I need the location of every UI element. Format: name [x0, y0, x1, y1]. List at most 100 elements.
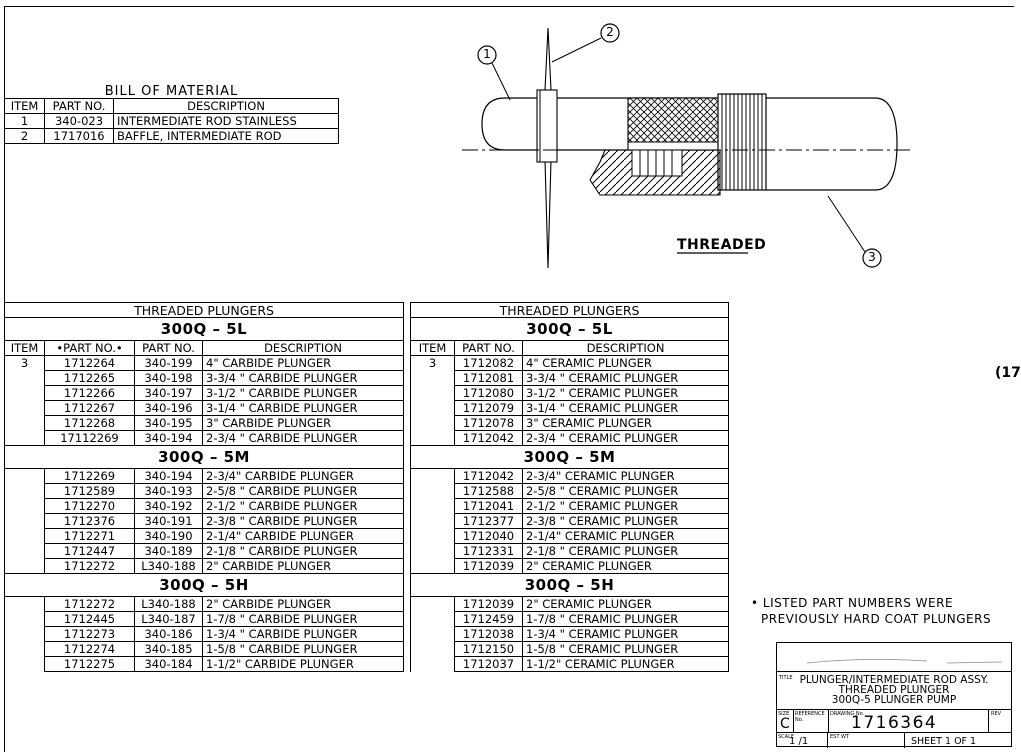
item-cell: [4, 430, 45, 446]
bill-of-material-table: BILL OF MATERIAL ITEM PART NO. DESCRIPTI…: [4, 84, 340, 144]
column-header: ITEM: [410, 340, 455, 356]
balloon-2-label: 2: [606, 25, 614, 39]
description-cell: 1-7/8 " CERAMIC PLUNGER: [521, 611, 730, 627]
description-cell: 2-1/4" CARBIDE PLUNGER: [202, 528, 404, 544]
part-number-cell: 1712150: [454, 641, 523, 657]
part-number-cell: 1712266: [44, 385, 135, 401]
description-cell: 3-1/2 " CERAMIC PLUNGER: [521, 385, 730, 401]
description-cell: 3-3/4 " CARBIDE PLUNGER: [202, 370, 404, 386]
section-heading: 300Q – 5M: [4, 445, 404, 469]
section-heading: 300Q – 5L: [409, 317, 730, 341]
part-number-cell: 340-198: [134, 370, 203, 386]
part-number-cell: 1712272: [44, 558, 135, 574]
part-number-cell: 17112269: [44, 430, 135, 446]
column-header: DESCRIPTION: [202, 340, 404, 356]
part-number-cell: 1712270: [44, 498, 135, 514]
description-cell: 2-1/2 " CARBIDE PLUNGER: [202, 498, 404, 514]
description-cell: 1-7/8 " CARBIDE PLUNGER: [202, 611, 404, 627]
part-number-cell: 1712264: [44, 355, 135, 371]
part-number-cell: 1712041: [454, 498, 523, 514]
description-cell: 1-5/8 " CERAMIC PLUNGER: [521, 641, 730, 657]
item-cell: [4, 558, 45, 574]
item-cell: [410, 400, 455, 416]
part-number-cell: 1712589: [44, 483, 135, 499]
drawing-number-row: SIZE C REFERENCE No. DRAWING No. 1716364…: [777, 710, 1011, 733]
description-cell: 3" CERAMIC PLUNGER: [521, 415, 730, 431]
column-header: •PART NO.•: [44, 340, 135, 356]
description-cell: 1-3/4 " CERAMIC PLUNGER: [521, 626, 730, 642]
description-cell: 2-5/8 " CARBIDE PLUNGER: [202, 483, 404, 499]
item-cell: [410, 641, 455, 657]
drawing-title-line-3: 300Q-5 PLUNGER PUMP: [831, 694, 957, 706]
title-block: TITLE PLUNGER/INTERMEDIATE ROD ASSY. THR…: [776, 642, 1012, 748]
column-header: PART NO.: [134, 340, 203, 356]
part-number-cell: 1712037: [454, 656, 523, 672]
part-number-cell: 1712081: [454, 370, 523, 386]
part-number-cell: 340-184: [134, 656, 203, 672]
item-cell: [410, 430, 455, 446]
part-number-cell: 1712275: [44, 656, 135, 672]
item-cell: [410, 370, 455, 386]
part-number-cell: 1712080: [454, 385, 523, 401]
description-cell: 4" CARBIDE PLUNGER: [202, 355, 404, 371]
description-cell: 3-1/4 " CARBIDE PLUNGER: [202, 400, 404, 416]
part-number-cell: 340-185: [134, 641, 203, 657]
section-heading: 300Q – 5M: [409, 445, 730, 469]
part-number-cell: 1712079: [454, 400, 523, 416]
part-number-cell: 1712588: [454, 483, 523, 499]
description-cell: 2-3/4" CERAMIC PLUNGER: [521, 468, 730, 484]
item-cell: [4, 385, 45, 401]
sheet-number: SHEET 1 OF 1: [911, 736, 977, 747]
item-cell: [4, 543, 45, 559]
scale-row: SCALE 1 /1 EST WT SHEET 1 OF 1: [778, 733, 977, 748]
part-number-cell: 1712039: [454, 558, 523, 574]
item-cell: [4, 596, 45, 612]
part-number-cell: 1712265: [44, 370, 135, 386]
description-cell: 3" CARBIDE PLUNGER: [202, 415, 404, 431]
part-number-cell: L340-187: [134, 611, 203, 627]
part-number-cell: 1712042: [454, 430, 523, 446]
description-cell: 2-3/8 " CARBIDE PLUNGER: [202, 513, 404, 529]
item-cell: [410, 513, 455, 529]
part-number-note: • LISTED PART NUMBERS WERE PREVIOUSLY HA…: [751, 595, 991, 627]
balloon-1-label: 1: [483, 47, 491, 61]
description-cell: 2-3/4" CARBIDE PLUNGER: [202, 468, 404, 484]
bom-title: BILL OF MATERIAL: [4, 84, 339, 99]
section-heading: 300Q – 5H: [4, 573, 404, 597]
description-cell: 2" CERAMIC PLUNGER: [521, 558, 730, 574]
description-cell: 2-5/8 " CERAMIC PLUNGER: [521, 483, 730, 499]
part-number-cell: 340-193: [134, 483, 203, 499]
item-cell: [410, 468, 455, 484]
column-header-row: ITEM•PART NO.•PART NO.DESCRIPTION: [4, 340, 404, 356]
part-number-cell: 340-190: [134, 528, 203, 544]
column-header: PART NO.: [454, 340, 523, 356]
part-number-cell: 1712040: [454, 528, 523, 544]
description-cell: 2-3/8 " CERAMIC PLUNGER: [521, 513, 730, 529]
item-cell: [410, 558, 455, 574]
section-heading-row: 300Q – 5H: [409, 573, 730, 597]
part-number-cell: 340-199: [134, 355, 203, 371]
item-cell: [410, 385, 455, 401]
part-number-cell: 340-194: [134, 468, 203, 484]
